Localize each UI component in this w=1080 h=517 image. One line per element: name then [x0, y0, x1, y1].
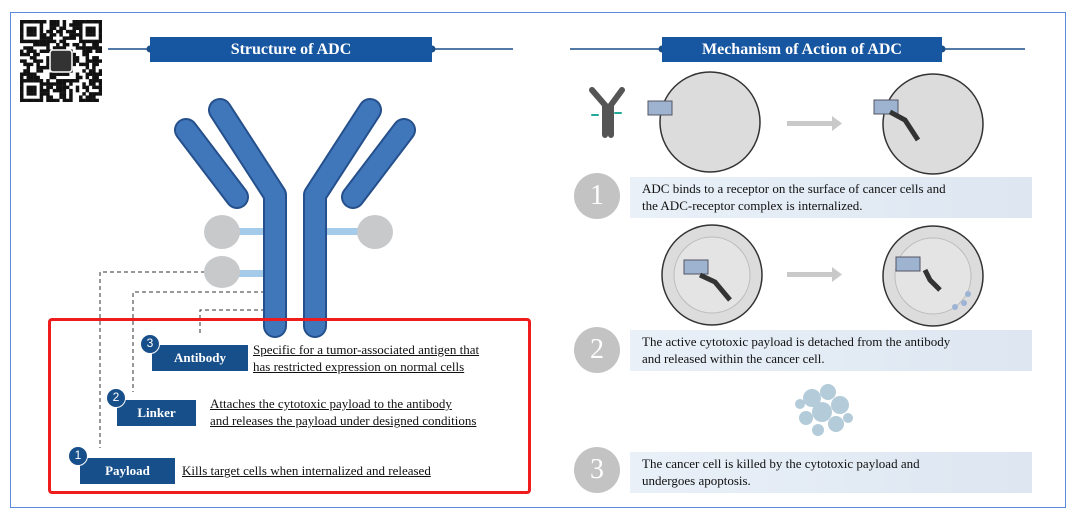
payload-label: Payload — [80, 458, 175, 484]
mechanism-illustrations — [589, 71, 984, 436]
apoptosis-fragments — [795, 384, 853, 436]
linker-description: Attaches the cytotoxic payload to the an… — [210, 396, 477, 428]
step-number: 3 — [574, 447, 620, 493]
figure-frame — [10, 12, 1066, 508]
antibody-description: Specific for a tumor-associated antigen … — [253, 342, 480, 374]
number-badge: 2 — [106, 388, 126, 408]
mechanism-title: Mechanism of Action of ADC — [662, 37, 942, 62]
step-description: The cancer cell is killed by the cytotox… — [630, 452, 1032, 493]
step-description: The active cytotoxic payload is detached… — [630, 330, 1032, 371]
highlight-box — [48, 318, 531, 494]
linker-label: Linker — [117, 400, 196, 426]
structure-title: Structure of ADC — [150, 37, 432, 62]
antibody-illustration — [174, 98, 416, 338]
step-description: ADC binds to a receptor on the surface o… — [630, 177, 1032, 218]
arrow — [787, 116, 842, 131]
payload-description: Kills target cells when internalized and… — [182, 463, 431, 478]
arrow — [787, 267, 842, 282]
step-number: 2 — [574, 327, 620, 373]
qr-code[interactable] — [20, 20, 102, 102]
step-number: 1 — [574, 173, 620, 219]
number-badge: 3 — [140, 334, 160, 354]
dashed-connectors — [99, 271, 265, 448]
antibody-label: Antibody — [152, 345, 248, 371]
adc-icon — [589, 87, 625, 138]
number-badge: 1 — [68, 446, 88, 466]
title-lines — [108, 45, 1025, 53]
